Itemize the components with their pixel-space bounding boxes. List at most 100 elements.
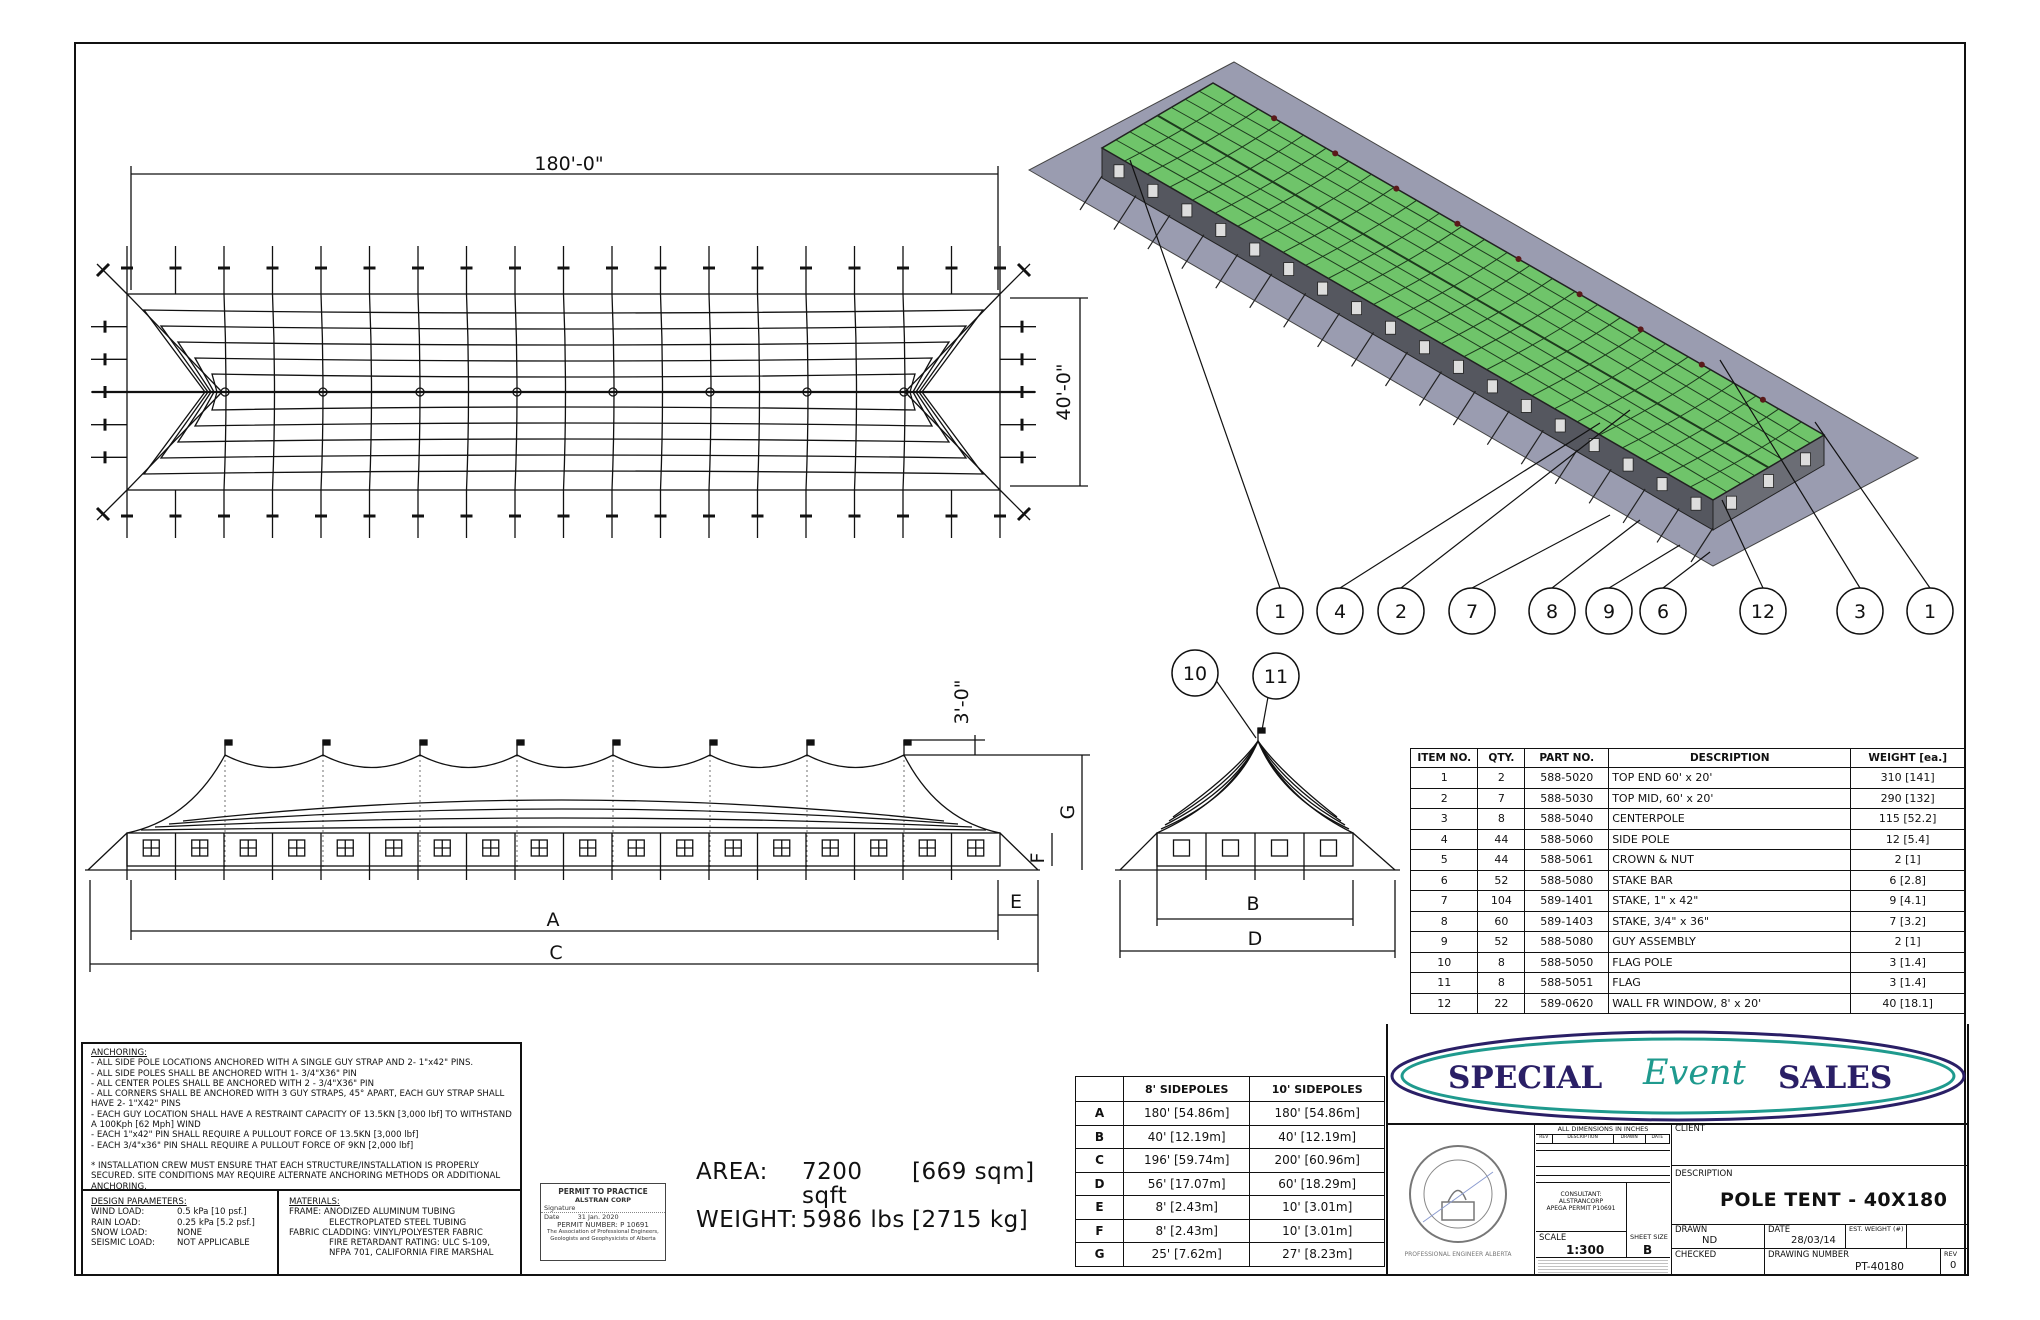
flag-icon: [612, 739, 621, 746]
roof-seam: [142, 309, 985, 393]
length-dimension-label: 180'-0": [534, 153, 603, 175]
sheet-border: [74, 42, 1966, 1276]
parts-cell: 8: [1477, 972, 1526, 994]
crown-icon: [1393, 185, 1400, 192]
item-balloon: 8: [1546, 601, 1558, 623]
roof-seam: [1157, 114, 1769, 469]
parts-cell: 589-0620: [1524, 992, 1610, 1014]
guy-line: [1079, 175, 1103, 211]
permit-number: PERMIT NUMBER: P 10691: [557, 1221, 649, 1229]
isometric-view: [1027, 61, 1920, 567]
design-parameters: DESIGN PARAMETERS: WIND LOAD:0.5 kPa [10…: [91, 1197, 271, 1248]
roof-seam: [1350, 225, 1463, 292]
rev-header: DRAWN: [1614, 1135, 1646, 1143]
parts-cell: 588-5030: [1524, 787, 1610, 809]
window-icon: [1453, 359, 1464, 374]
item-balloon: 4: [1334, 601, 1346, 623]
roof-seam: [1463, 291, 1576, 358]
guy-line: [1147, 214, 1171, 250]
materials-title: MATERIALS:: [289, 1197, 340, 1207]
permit-signature-label: Signature: [544, 1204, 576, 1212]
seal-text: PROFESSIONAL ENGINEER ALBERTA: [1405, 1251, 1513, 1258]
area-metric: [669 sqm]: [912, 1159, 1035, 1185]
window-icon: [1385, 320, 1396, 335]
roof-seam: [1214, 147, 1327, 214]
parts-cell: 3 [1.4]: [1850, 951, 1965, 973]
anchoring-note: - ALL SIDE POLES SHALL BE ANCHORED WITH …: [91, 1068, 357, 1079]
parts-cell: 8: [1409, 910, 1479, 932]
leader-line: [1129, 159, 1281, 589]
parts-cell: 310 [141]: [1850, 767, 1965, 789]
dim-value: 180' [54.86m]: [1122, 1101, 1251, 1126]
parts-cell: 588-5080: [1524, 931, 1610, 953]
guy-line: [1283, 293, 1307, 328]
consultant-permit: APEGA PERMIT P10691: [1546, 1205, 1616, 1212]
design-label: SEISMIC LOAD:: [91, 1238, 156, 1249]
dims-header-cell: 8' SIDEPOLES: [1122, 1076, 1251, 1102]
dim-key: E: [1075, 1195, 1124, 1220]
parts-cell: TOP MID, 60' x 20': [1608, 787, 1852, 809]
permit-stamp: PERMIT TO PRACTICE ALSTRAN CORP Signatur…: [540, 1183, 666, 1261]
crown-icon: [1515, 256, 1522, 262]
window-icon: [1763, 474, 1774, 488]
parts-cell: 1: [1409, 767, 1479, 789]
balloon-circle: [1252, 652, 1300, 700]
balloon-circle: [1836, 587, 1884, 635]
sheet-size-label: SHEET SIZE: [1630, 1233, 1668, 1241]
window-icon: [1726, 495, 1737, 510]
roof-seam: [140, 826, 987, 831]
weight-value: 5986 lbs: [802, 1207, 905, 1233]
parts-cell: STAKE, 3/4" x 36": [1608, 910, 1852, 932]
centerpole-icon: [802, 387, 812, 397]
leader-line: [1608, 544, 1681, 589]
design-parameter: RAIN LOAD:0.25 kPa [5.2 psf.]: [91, 1218, 271, 1228]
roof-seam: [1486, 304, 1598, 371]
window-icon: [1622, 457, 1634, 472]
logo-word-sales: SALES: [1778, 1060, 1892, 1096]
installation-note: * INSTALLATION CREW MUST ENSURE THAT EAC…: [91, 1160, 501, 1192]
dim-value: 60' [18.29m]: [1249, 1171, 1385, 1196]
design-parameter: SNOW LOAD:NONE: [91, 1228, 271, 1238]
balloon-circle: [1528, 587, 1576, 635]
parts-cell: 44: [1477, 828, 1526, 850]
est-weight-value: [1907, 1224, 1967, 1249]
flag-icon: [224, 739, 233, 746]
roof-seam: [159, 325, 968, 393]
guy-line: [1215, 253, 1239, 289]
window-icon: [1319, 839, 1338, 857]
consultant-label: CONSULTANT:: [1560, 1191, 1602, 1198]
dimensions-note: ALL DIMENSIONS IN INCHES: [1557, 1125, 1649, 1133]
dim-value: 200' [60.96m]: [1249, 1148, 1385, 1173]
description-field: DESCRIPTION POLE TENT - 40X180: [1672, 1165, 1967, 1225]
leader-line: [1471, 514, 1611, 589]
roof-seam: [1576, 356, 1689, 423]
parts-cell: 588-5080: [1524, 869, 1610, 891]
crown-icon: [1454, 220, 1461, 227]
parts-cell: FLAG: [1608, 972, 1852, 994]
roof-seam: [1690, 421, 1802, 488]
drawing-number-label: DRAWING NUMBER: [1768, 1250, 1850, 1260]
hip-line: [904, 391, 1001, 491]
est-weight-label: EST. WEIGHT (#): [1849, 1225, 1904, 1233]
permit-company: ALSTRAN CORP: [574, 1196, 632, 1204]
dim-label-f: F: [1027, 853, 1049, 864]
parts-cell: 589-1403: [1524, 910, 1610, 932]
balloon-circle: [1739, 587, 1787, 635]
parts-cell: 6 [2.8]: [1850, 869, 1965, 891]
roof-seam: [1644, 395, 1757, 462]
roof-seam: [142, 391, 985, 475]
weight-label: WEIGHT:: [696, 1207, 798, 1233]
dim-value: 8' [2.43m]: [1122, 1195, 1251, 1220]
window-icon: [1181, 203, 1193, 218]
dim-value: 40' [12.19m]: [1249, 1124, 1385, 1149]
engineer-seal: PROFESSIONAL ENGINEER ALBERTA: [1405, 1145, 1513, 1258]
parts-cell: 9: [1409, 931, 1479, 953]
centerpole-icon: [512, 387, 522, 397]
roof-seam: [211, 391, 916, 411]
